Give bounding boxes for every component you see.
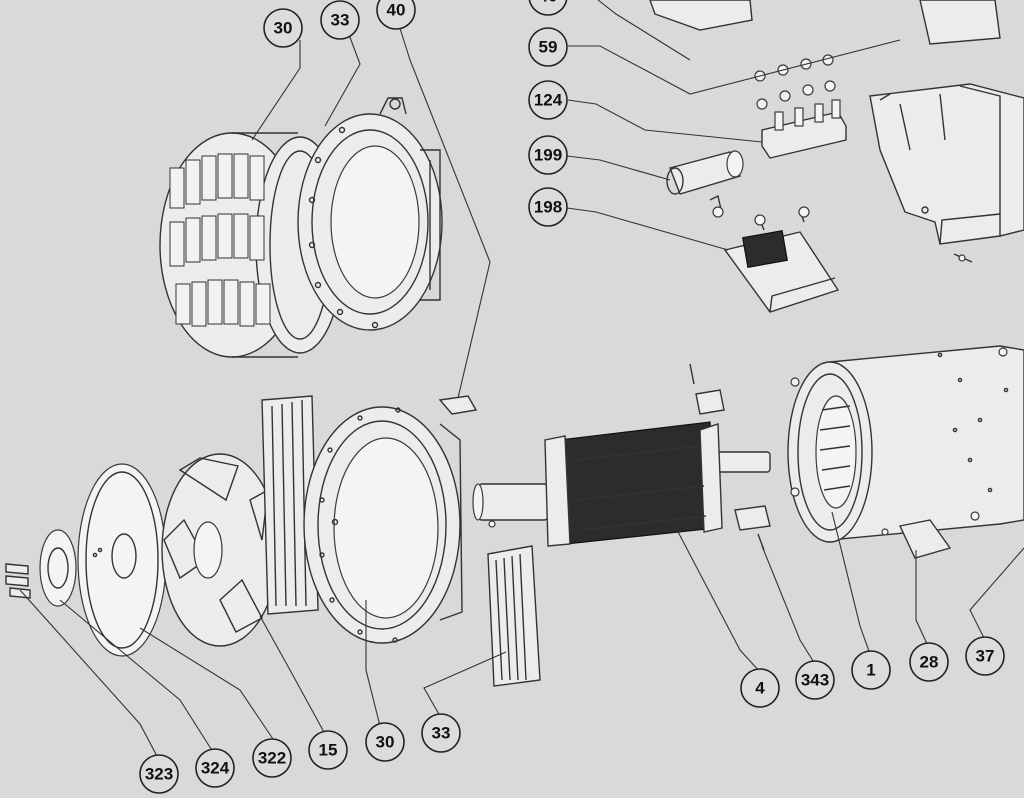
svg-text:37: 37 — [976, 647, 995, 666]
housing-rivets — [937, 352, 1009, 493]
svg-text:124: 124 — [534, 91, 563, 110]
hub-plate — [39, 529, 77, 607]
svg-text:30: 30 — [274, 19, 293, 38]
callout-124: 124 — [528, 80, 568, 120]
callout-33-bottom: 33 — [421, 713, 461, 753]
svg-text:40: 40 — [387, 1, 406, 20]
callout-59: 59 — [528, 27, 568, 67]
louvre-grille-side — [261, 395, 319, 615]
callout-40-partial: 40 — [528, 0, 568, 16]
drive-end-bracket — [303, 406, 463, 644]
callout-33-top: 33 — [320, 0, 360, 40]
callout-40-top: 40 — [376, 0, 416, 30]
callout-4: 4 — [740, 668, 780, 708]
louvre-grille-bottom — [487, 545, 541, 687]
svg-text:323: 323 — [145, 765, 173, 784]
svg-text:322: 322 — [258, 749, 286, 768]
svg-text:33: 33 — [432, 724, 451, 743]
callout-323: 323 — [139, 754, 179, 794]
drive-disc — [77, 463, 167, 657]
svg-text:59: 59 — [539, 38, 558, 57]
terminal-block — [754, 54, 847, 159]
callout-28: 28 — [909, 642, 949, 682]
svg-text:343: 343 — [801, 671, 829, 690]
svg-text:4: 4 — [755, 679, 765, 698]
hub-bolts — [5, 563, 31, 599]
mounting-foot — [898, 519, 952, 559]
voltage-regulator — [709, 194, 840, 313]
svg-text:33: 33 — [331, 11, 350, 30]
callout-37: 37 — [965, 636, 1005, 676]
svg-text:324: 324 — [201, 759, 230, 778]
drive-bracket-bolt-holes — [319, 407, 401, 643]
terminal-box-cover — [869, 83, 1024, 245]
svg-text:198: 198 — [534, 198, 562, 217]
svg-text:15: 15 — [319, 741, 338, 760]
retaining-clip — [438, 395, 478, 415]
clamp-bracket — [689, 363, 725, 415]
svg-text:30: 30 — [376, 733, 395, 752]
callout-198: 198 — [528, 187, 568, 227]
svg-text:28: 28 — [920, 653, 939, 672]
cooling-fan — [161, 453, 279, 647]
callout-322: 322 — [252, 738, 292, 778]
stator-housing — [787, 345, 1024, 543]
cover-screw — [953, 253, 973, 263]
housing-stud — [881, 511, 980, 536]
callout-1: 1 — [851, 650, 891, 690]
cover-partial-top — [649, 0, 1001, 45]
callout-30-top: 30 — [263, 8, 303, 48]
capacitor — [666, 150, 744, 195]
bracket-bolt-holes-top — [308, 126, 379, 329]
leader-lines — [19, 0, 1024, 759]
callout-199: 199 — [528, 135, 568, 175]
terminal-nuts — [754, 54, 836, 110]
end-bracket-top — [297, 97, 443, 331]
callout-324: 324 — [195, 748, 235, 788]
callout-30-bottom: 30 — [365, 722, 405, 762]
svg-text:1: 1 — [866, 661, 875, 680]
diode-bridge — [734, 505, 771, 551]
callout-15: 15 — [308, 730, 348, 770]
svg-text:199: 199 — [534, 146, 562, 165]
rotor-assembly — [472, 421, 771, 547]
callout-343: 343 — [795, 660, 835, 700]
svg-text:40: 40 — [539, 0, 558, 6]
louvre-slots-top — [169, 153, 271, 327]
